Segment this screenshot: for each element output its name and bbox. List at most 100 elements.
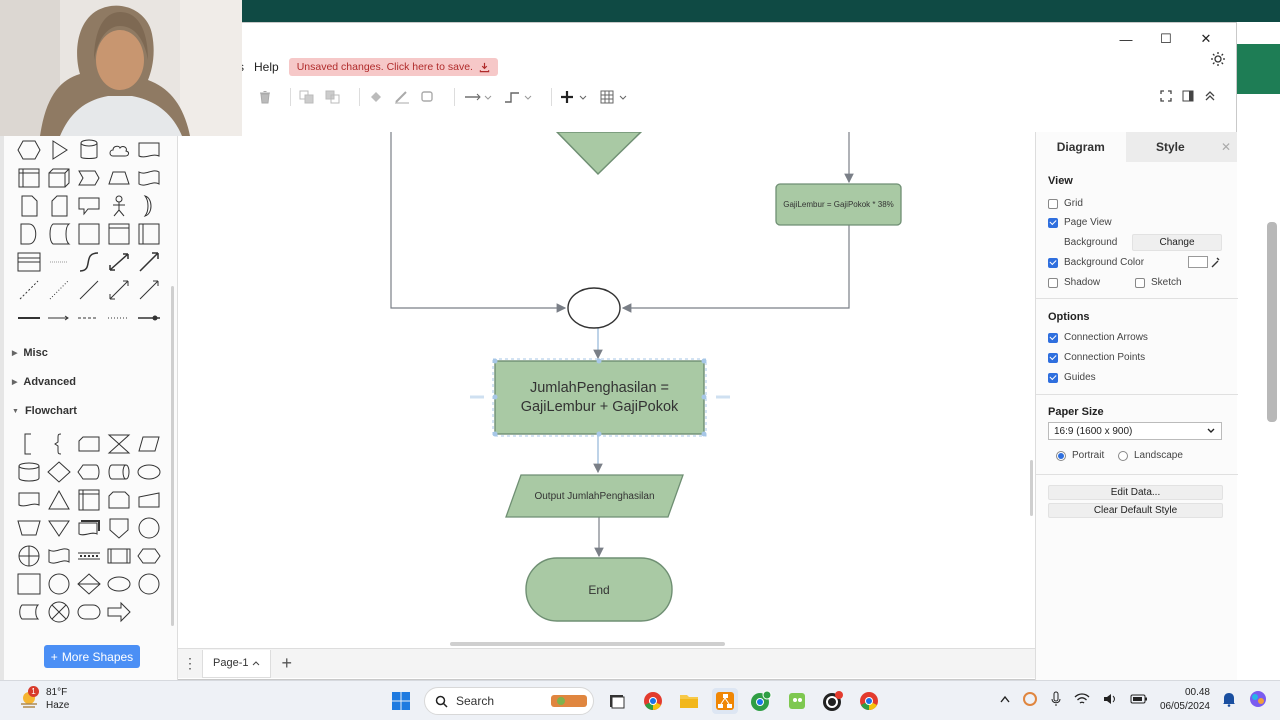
- data-storage-shape[interactable]: [44, 220, 74, 248]
- directional-connector-shape[interactable]: [134, 276, 164, 304]
- task-view-icon[interactable]: [604, 688, 630, 714]
- card-shape[interactable]: [44, 192, 74, 220]
- container-shape[interactable]: [74, 220, 104, 248]
- theme-icon[interactable]: [1210, 51, 1226, 72]
- minimize-button[interactable]: —: [1119, 31, 1133, 47]
- portrait-radio[interactable]: [1056, 450, 1066, 461]
- section-misc[interactable]: ▶Misc: [12, 347, 48, 359]
- stored-data-shape[interactable]: [104, 570, 134, 598]
- drawio-app-icon[interactable]: [712, 688, 738, 714]
- connection-arrows-checkbox[interactable]: [1048, 332, 1058, 343]
- menu-help[interactable]: Help: [254, 60, 279, 74]
- cube-shape[interactable]: [44, 164, 74, 192]
- background-color-option[interactable]: Background Color: [1048, 257, 1144, 268]
- chrome-secondary-icon[interactable]: [856, 688, 882, 714]
- grid-option[interactable]: Grid: [1048, 198, 1083, 209]
- or-shape[interactable]: [134, 192, 164, 220]
- vertical-swimlane-shape[interactable]: [134, 220, 164, 248]
- page-view-checkbox[interactable]: [1048, 217, 1058, 228]
- copilot-icon[interactable]: [1248, 689, 1268, 712]
- page-tab[interactable]: Page-1: [202, 649, 272, 678]
- file-explorer-icon[interactable]: [676, 688, 702, 714]
- section-advanced[interactable]: ▶Advanced: [12, 376, 76, 388]
- multi-document-shape[interactable]: [74, 514, 104, 542]
- double-arrow-shape[interactable]: [104, 248, 134, 276]
- tab-style[interactable]: Style: [1125, 132, 1216, 162]
- cloud-shape[interactable]: [104, 136, 134, 164]
- to-front-icon[interactable]: [299, 86, 315, 108]
- direct-data-shape[interactable]: [104, 458, 134, 486]
- or-flow-shape[interactable]: [14, 542, 44, 570]
- canvas-vertical-scrollbar[interactable]: [1030, 460, 1033, 516]
- collate-shape[interactable]: [104, 430, 134, 458]
- more-shapes-button[interactable]: + More Shapes: [44, 645, 140, 668]
- sort-shape[interactable]: [74, 570, 104, 598]
- edit-data-button[interactable]: Edit Data...: [1048, 485, 1223, 500]
- summing-junction-shape[interactable]: [134, 570, 164, 598]
- page-view-option[interactable]: Page View: [1048, 217, 1112, 228]
- document-flow-shape[interactable]: [14, 486, 44, 514]
- dashed-connector-shape[interactable]: [74, 304, 104, 332]
- transfer-arrow-shape[interactable]: [104, 598, 134, 626]
- document-shape[interactable]: [134, 136, 164, 164]
- sketch-checkbox[interactable]: [1135, 277, 1145, 288]
- shadow-checkbox[interactable]: [1048, 277, 1058, 288]
- extract-shape[interactable]: [44, 486, 74, 514]
- swimlane-shape[interactable]: [104, 220, 134, 248]
- change-background-button[interactable]: Change: [1132, 234, 1222, 251]
- preparation-shape[interactable]: [134, 542, 164, 570]
- paper-size-select[interactable]: 16:9 (1600 x 900): [1048, 422, 1222, 440]
- text-shape[interactable]: [44, 248, 74, 276]
- volume-icon[interactable]: [1102, 692, 1118, 709]
- close-button[interactable]: ✕: [1200, 31, 1212, 46]
- decision-shape[interactable]: [44, 458, 74, 486]
- collapse-icon[interactable]: [1204, 90, 1216, 105]
- tab-diagram[interactable]: Diagram: [1056, 140, 1105, 154]
- terminator-shape[interactable]: [74, 598, 104, 626]
- start-circle-shape[interactable]: [44, 570, 74, 598]
- obs-icon[interactable]: [820, 688, 846, 714]
- list-shape[interactable]: [14, 248, 44, 276]
- trapezoid-shape[interactable]: [104, 164, 134, 192]
- manual-input-shape[interactable]: [134, 486, 164, 514]
- close-panel-icon[interactable]: ✕: [1215, 132, 1237, 162]
- unsaved-changes-button[interactable]: Unsaved changes. Click here to save.: [288, 58, 498, 76]
- tray-app-icon[interactable]: [1022, 691, 1038, 710]
- annotation-shape[interactable]: [14, 430, 44, 458]
- line-color-icon[interactable]: [394, 86, 410, 108]
- predefined-process-shape[interactable]: [104, 542, 134, 570]
- connection-points-option[interactable]: Connection Points: [1048, 352, 1145, 363]
- background-scrollbar[interactable]: [1267, 222, 1277, 422]
- tape-shape[interactable]: [134, 164, 164, 192]
- pages-menu-icon[interactable]: ⋮: [183, 655, 197, 671]
- wifi-icon[interactable]: [1074, 692, 1090, 709]
- battery-icon[interactable]: [1130, 693, 1148, 708]
- dotted-connector-shape[interactable]: [104, 304, 134, 332]
- add-page-icon[interactable]: +: [281, 653, 292, 673]
- process-shape[interactable]: [14, 570, 44, 598]
- diagram-canvas[interactable]: GajiLembur = GajiPokok * 38% JumlahPengh…: [183, 132, 1035, 644]
- game-app-icon[interactable]: [784, 688, 810, 714]
- weather-widget[interactable]: 1 81°F Haze: [18, 686, 69, 712]
- connection-points-checkbox[interactable]: [1048, 352, 1058, 363]
- off-page-reference-shape[interactable]: [104, 514, 134, 542]
- tray-chevron-up-icon[interactable]: [1000, 695, 1010, 706]
- delay-shape[interactable]: [14, 220, 44, 248]
- brace-annotation-shape[interactable]: [44, 430, 74, 458]
- merge-shape[interactable]: [44, 514, 74, 542]
- paper-tape-shape[interactable]: [44, 542, 74, 570]
- waypoints-icon[interactable]: [503, 86, 533, 108]
- shadow-icon[interactable]: [420, 86, 436, 108]
- insert-icon[interactable]: [560, 86, 590, 108]
- cylinder-shape[interactable]: [74, 136, 104, 164]
- chrome-profile-icon[interactable]: [748, 688, 774, 714]
- windows-start-icon[interactable]: [388, 688, 414, 714]
- card-flow-shape[interactable]: [74, 430, 104, 458]
- parallel-mode-shape[interactable]: [74, 542, 104, 570]
- portrait-option[interactable]: Portrait: [1056, 450, 1104, 461]
- sketch-option[interactable]: Sketch: [1135, 277, 1182, 288]
- to-back-icon[interactable]: [325, 86, 341, 108]
- delete-icon[interactable]: [258, 86, 272, 108]
- system-clock[interactable]: 00.48 06/05/2024: [1160, 686, 1210, 714]
- hexagon-shape[interactable]: [14, 136, 44, 164]
